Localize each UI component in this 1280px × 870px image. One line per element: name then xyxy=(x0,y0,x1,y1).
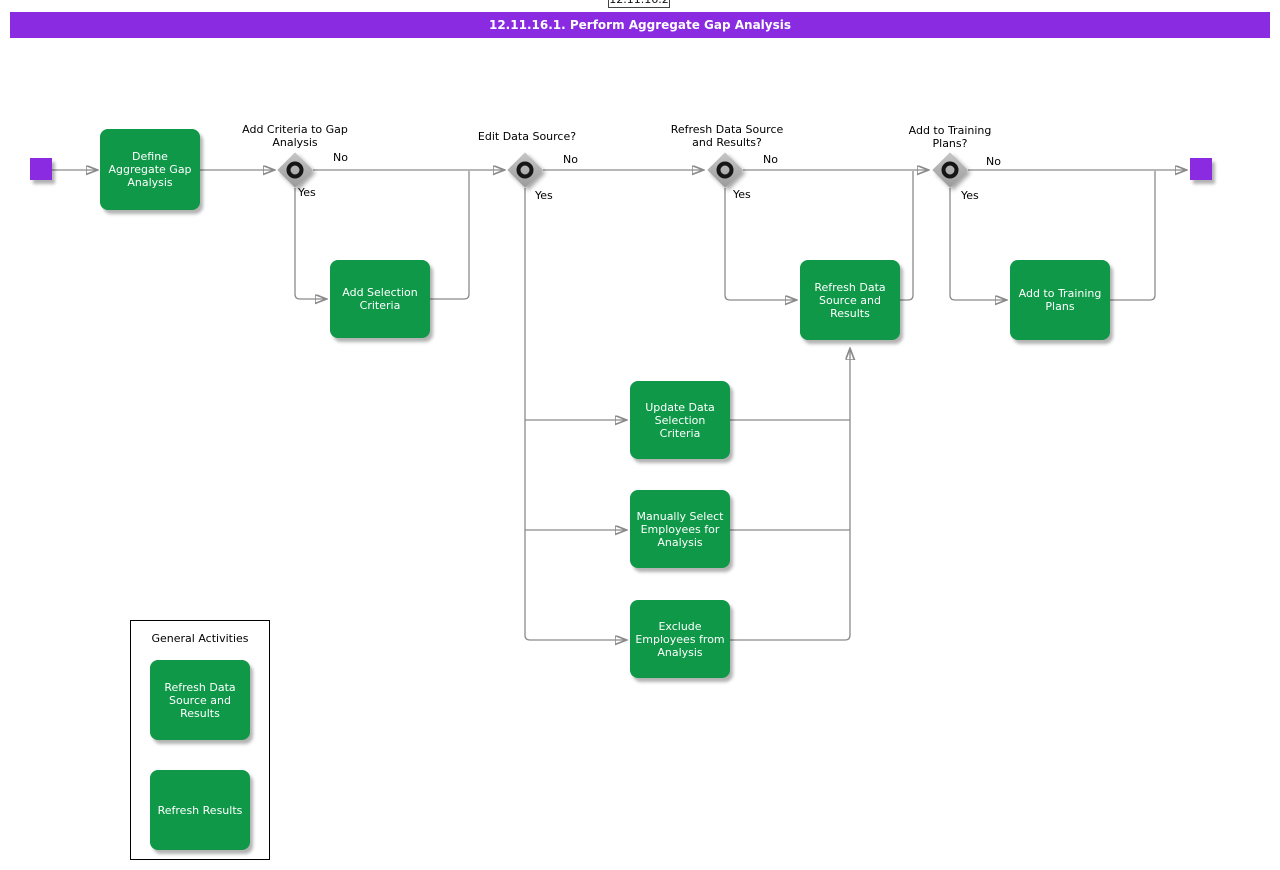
partial-node-12-11-16-2[interactable]: 12.11.16.2 xyxy=(608,0,670,8)
activity-label: Refresh Results xyxy=(157,803,243,817)
connector-refreshds-out xyxy=(900,171,914,301)
connector-addtraining-out xyxy=(1110,171,1156,301)
ring-icon xyxy=(716,161,734,179)
activity-add-to-training-plans[interactable]: Add to Training Plans xyxy=(1010,260,1110,340)
activity-label: Exclude Employees from Analysis xyxy=(635,619,725,659)
decision-label-add-criteria: Add Criteria to Gap Analysis xyxy=(242,123,348,149)
start-node xyxy=(30,158,52,180)
end-node xyxy=(1190,158,1212,180)
activity-label: Define Aggregate Gap Analysis xyxy=(108,150,192,189)
connector-decision3-yes xyxy=(724,188,796,300)
activity-label: Add Selection Criteria xyxy=(342,286,418,312)
connector-decision2-yes-main xyxy=(524,188,626,640)
activity-define-aggregate-gap-analysis[interactable]: Define Aggregate Gap Analysis xyxy=(100,129,200,210)
activity-label: Add to Training Plans xyxy=(1018,287,1102,313)
connector-decision1-yes xyxy=(294,188,326,299)
activity-label: Refresh Data Source and Results xyxy=(164,680,236,720)
decision-edit-data-source-diamond xyxy=(507,152,543,188)
branch-yes-label: Yes xyxy=(535,189,553,202)
branch-no-label: No xyxy=(563,153,578,166)
activity-exclude-employees[interactable]: Exclude Employees from Analysis xyxy=(630,600,730,678)
decision-label-edit-data-source: Edit Data Source? xyxy=(477,130,577,143)
decision-add-to-training-diamond xyxy=(932,152,968,188)
legend-title: General Activities xyxy=(151,632,249,645)
activity-label: Update Data Selection Criteria xyxy=(645,400,715,440)
branch-yes-label: Yes xyxy=(298,186,316,199)
diagram-title-banner: 12.11.16.1. Perform Aggregate Gap Analys… xyxy=(10,12,1270,38)
activity-manually-select-employees[interactable]: Manually Select Employees for Analysis xyxy=(630,490,730,568)
legend-activity-refresh-data-source-and-results[interactable]: Refresh Data Source and Results xyxy=(150,660,250,740)
decision-label-refresh-data-source: Refresh Data Source and Results? xyxy=(670,123,784,149)
activity-update-data-selection-criteria[interactable]: Update Data Selection Criteria xyxy=(630,381,730,459)
ring-icon xyxy=(516,161,534,179)
activity-label: Refresh Data Source and Results xyxy=(814,280,886,320)
connector-exclude-out-merge-up xyxy=(730,349,850,641)
ring-icon xyxy=(286,161,304,179)
branch-no-label: No xyxy=(333,151,348,164)
legend-activity-refresh-results[interactable]: Refresh Results xyxy=(150,770,250,850)
branch-no-label: No xyxy=(986,155,1001,168)
branch-yes-label: Yes xyxy=(961,189,979,202)
decision-add-criteria-diamond xyxy=(277,152,313,188)
decision-label-add-to-training: Add to Training Plans? xyxy=(908,124,992,150)
branch-no-label: No xyxy=(763,153,778,166)
activity-refresh-data-source-and-results[interactable]: Refresh Data Source and Results xyxy=(800,260,900,340)
connector-addselection-out xyxy=(430,171,470,300)
activity-label: Manually Select Employees for Analysis xyxy=(636,509,724,549)
branch-yes-label: Yes xyxy=(733,188,751,201)
decision-refresh-data-source-diamond xyxy=(707,152,743,188)
activity-add-selection-criteria[interactable]: Add Selection Criteria xyxy=(330,260,430,338)
connector-decision4-yes xyxy=(949,188,1006,300)
ring-icon xyxy=(941,161,959,179)
